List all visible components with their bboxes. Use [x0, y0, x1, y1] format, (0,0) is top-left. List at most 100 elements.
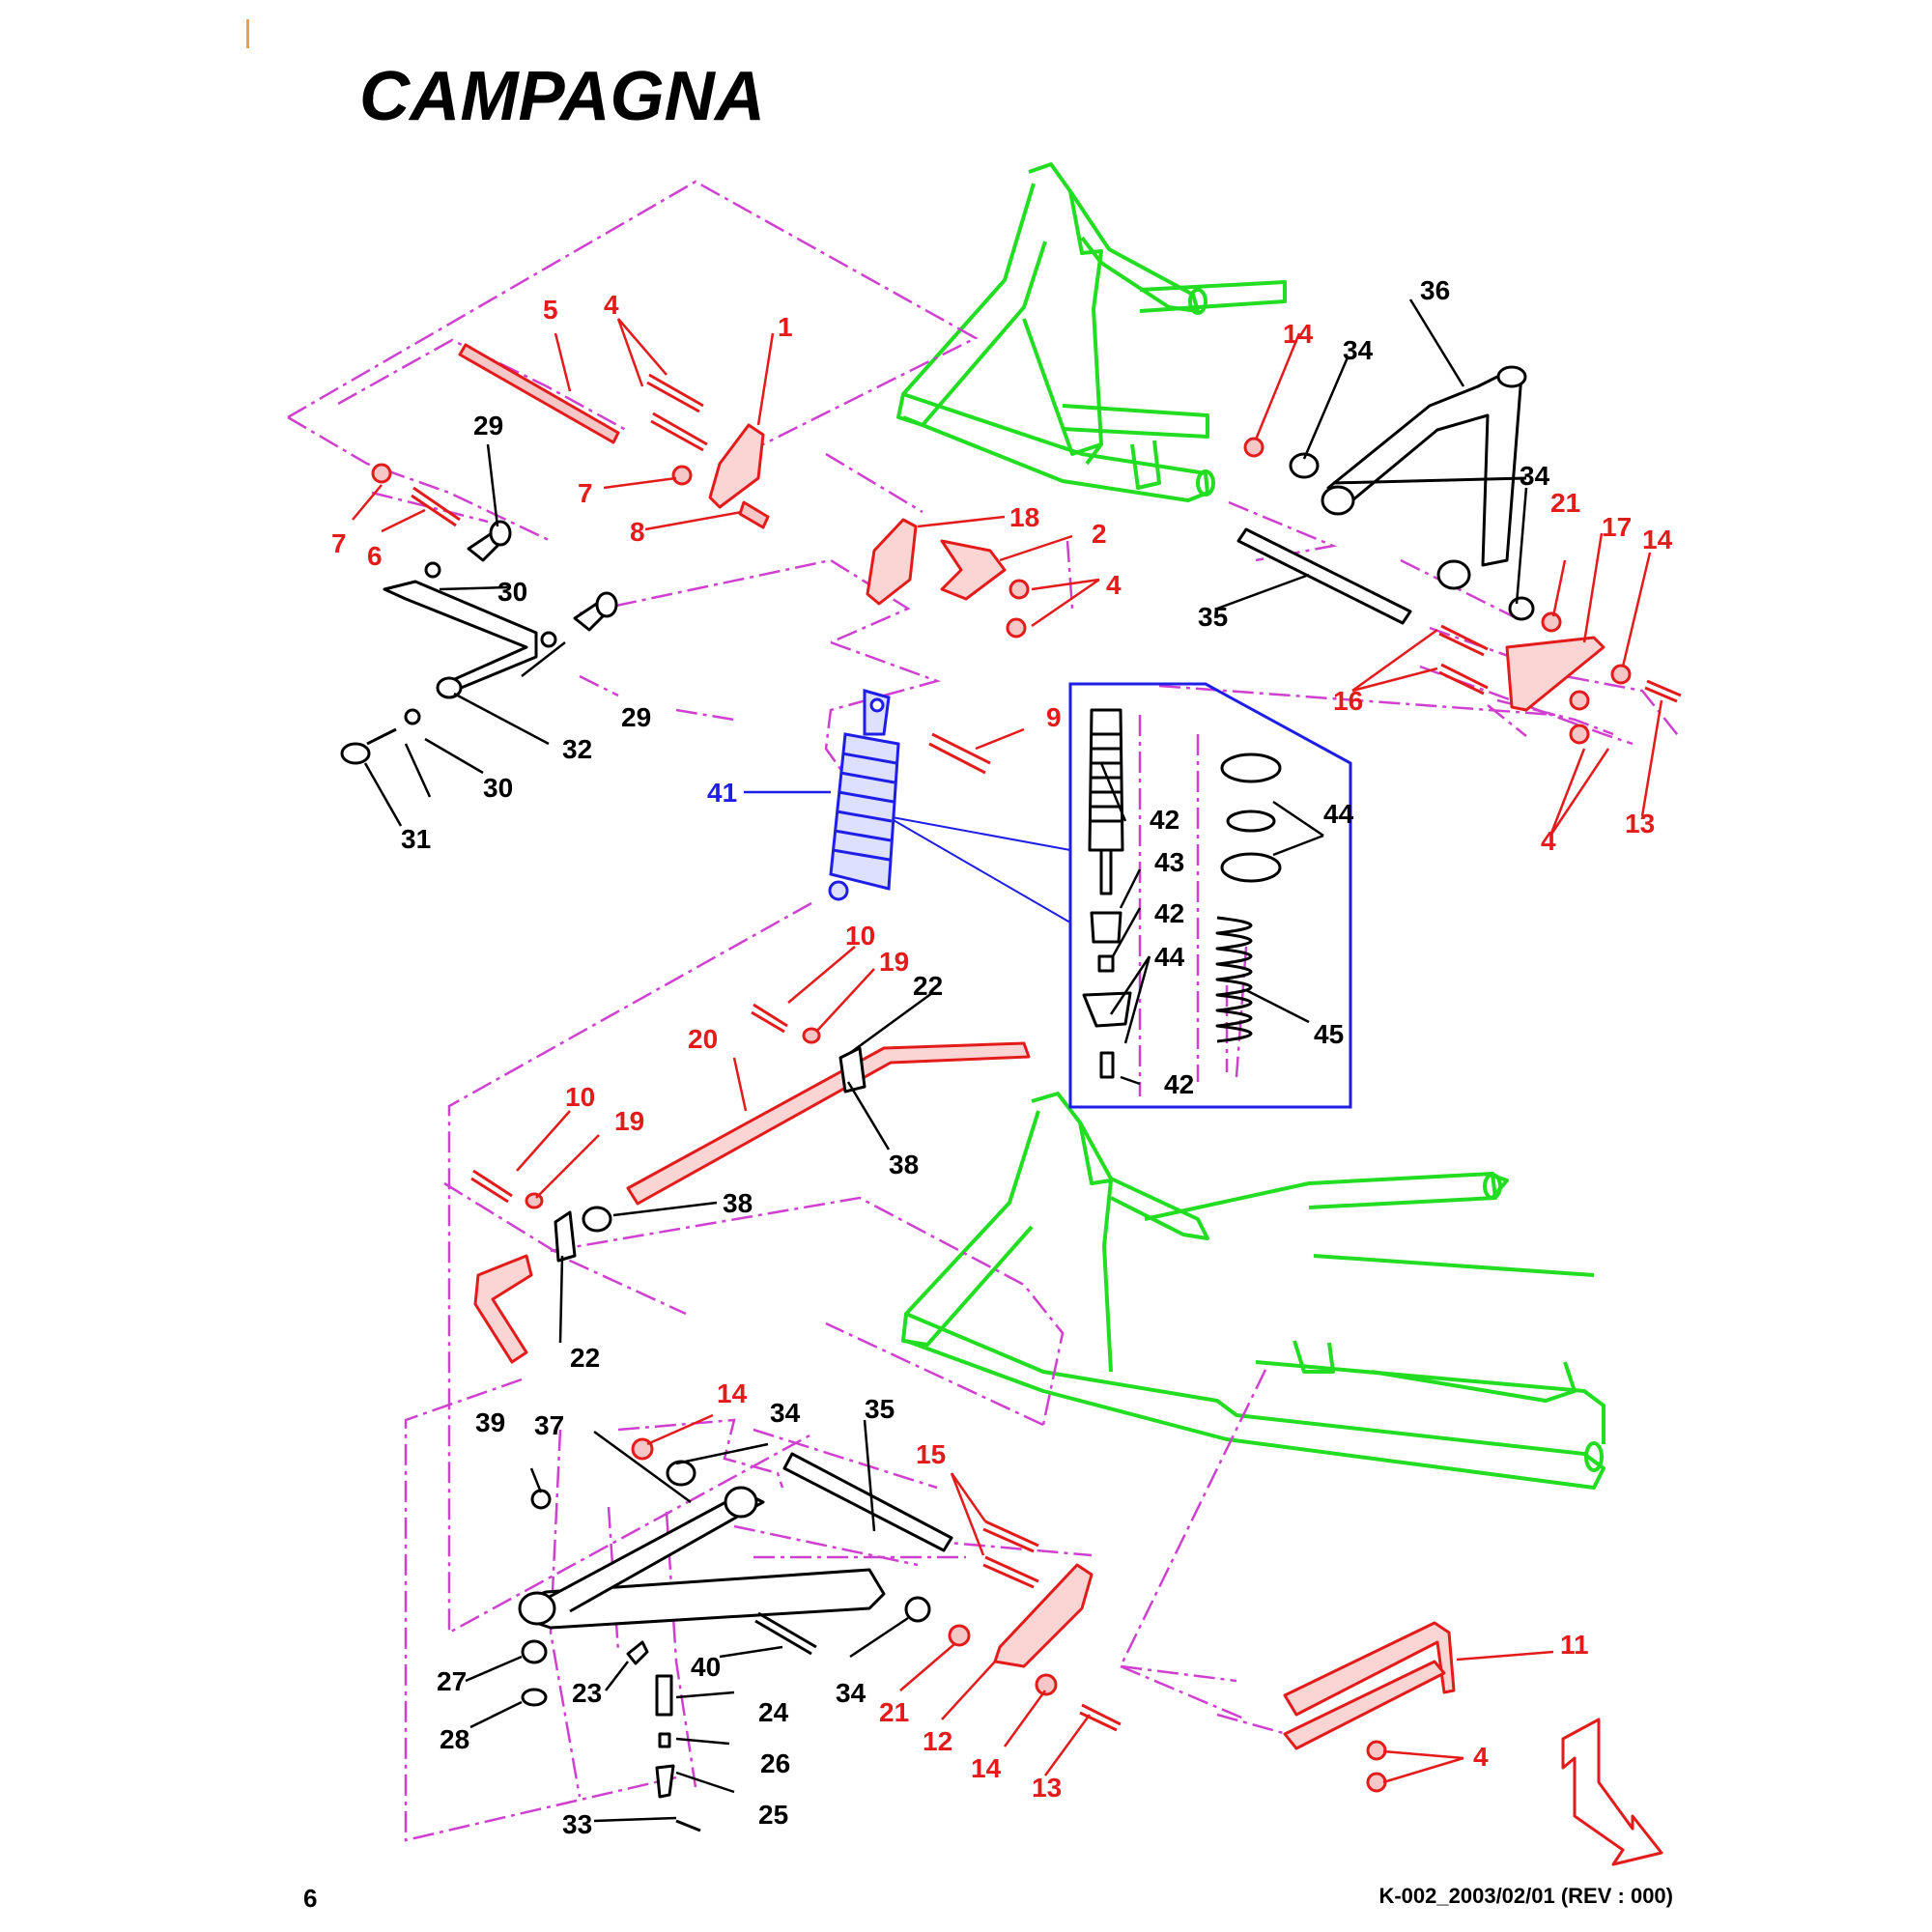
callout-26: 26: [760, 1748, 790, 1778]
bolt: [982, 1555, 1039, 1589]
brand-logo-text: CAMPAGNA: [359, 60, 765, 135]
bolt: [928, 732, 991, 775]
callout-19: 19: [614, 1106, 644, 1136]
callout-30: 30: [497, 577, 527, 607]
washer: [671, 465, 693, 486]
callout-21: 21: [879, 1697, 909, 1727]
callout-7: 7: [331, 528, 347, 558]
inset-pointer: [886, 815, 1071, 923]
callout-4: 4: [1473, 1742, 1489, 1772]
inset-border: [1068, 682, 1352, 1109]
callout-35: 35: [1198, 602, 1228, 632]
callout-10: 10: [565, 1082, 595, 1112]
mount-plate: [1505, 636, 1605, 712]
callout-23: 23: [572, 1678, 602, 1708]
callout-14: 14: [1283, 319, 1314, 349]
bushing: [738, 500, 770, 529]
callout-6: 6: [367, 541, 383, 571]
rear-bumper-loop: [1283, 1621, 1456, 1717]
callout-14: 14: [717, 1378, 748, 1408]
bolt: [1438, 624, 1489, 657]
callout-25: 25: [758, 1800, 788, 1830]
callout-9: 9: [1046, 702, 1062, 732]
callout-31: 31: [401, 824, 431, 854]
corner-mark: [246, 19, 249, 48]
callout-4: 4: [1541, 826, 1556, 856]
callout-13: 13: [1625, 809, 1655, 838]
callout-4: 4: [604, 290, 619, 320]
callout-38: 38: [889, 1150, 919, 1179]
nut: [1006, 617, 1027, 639]
mount-bracket: [940, 539, 1007, 601]
callout-40: 40: [691, 1652, 721, 1682]
callout-24: 24: [758, 1697, 789, 1727]
document-reference: K-002_2003/02/01 (REV : 000): [1378, 1884, 1673, 1908]
callout-34: 34: [836, 1678, 867, 1708]
shock-absorber-assembly: [828, 689, 900, 901]
callout-12: 12: [923, 1726, 952, 1756]
callout-41: 41: [707, 778, 737, 808]
callout-42: 42: [1164, 1069, 1194, 1099]
upper-frame-section: [896, 162, 1287, 502]
callout-42: 42: [1150, 805, 1179, 835]
washer: [802, 1027, 821, 1044]
callout-42: 42: [1154, 898, 1184, 928]
callout-30: 30: [483, 773, 513, 803]
anti-roll-bar: [626, 1041, 1031, 1206]
nut: [1009, 579, 1030, 600]
mount-bracket: [866, 518, 918, 606]
callout-29: 29: [473, 411, 503, 440]
shaft-rod: [458, 343, 620, 444]
washer: [1243, 437, 1264, 458]
callout-19: 19: [879, 947, 909, 977]
callout-34: 34: [770, 1398, 801, 1428]
page-number: 6: [303, 1884, 318, 1913]
bolt: [751, 1003, 788, 1034]
callout-8: 8: [630, 517, 645, 547]
callout-labels: 1 5 4 7 8 7 6 18 2 4 9 14 21 17 14 16 4 …: [331, 275, 1673, 1839]
callout-1: 1: [778, 312, 793, 342]
callout-37: 37: [534, 1410, 564, 1440]
lower-frame-section: [901, 1092, 1605, 1490]
nut: [1366, 1740, 1387, 1761]
callout-33: 33: [562, 1809, 592, 1839]
washer: [371, 463, 392, 484]
callout-18: 18: [1009, 502, 1039, 532]
callout-36: 36: [1420, 275, 1450, 305]
callout-22: 22: [570, 1343, 600, 1373]
callout-39: 39: [475, 1407, 505, 1437]
direction-arrow-icon: [1561, 1718, 1663, 1866]
callout-15: 15: [916, 1439, 946, 1469]
bolt: [1079, 1703, 1122, 1732]
callout-14: 14: [1642, 525, 1673, 554]
callout-11: 11: [1560, 1630, 1589, 1660]
callout-21: 21: [1550, 488, 1580, 518]
red-hardware-parts: [371, 343, 1682, 1866]
callout-16: 16: [1333, 686, 1363, 716]
callout-13: 13: [1032, 1773, 1062, 1803]
callout-4: 4: [1106, 570, 1122, 600]
callout-17: 17: [1602, 512, 1632, 542]
callout-27: 27: [437, 1666, 467, 1696]
washer: [1610, 664, 1632, 685]
anti-roll-bar-end: [473, 1254, 533, 1364]
callout-34: 34: [1520, 461, 1550, 491]
callout-29: 29: [621, 702, 651, 732]
callout-2: 2: [1092, 519, 1107, 549]
bolt: [650, 412, 708, 452]
mount-plate: [708, 423, 765, 509]
callout-44: 44: [1323, 799, 1354, 829]
callout-7: 7: [578, 478, 593, 508]
rear-bumper-loop: [1283, 1660, 1446, 1750]
bolt: [1644, 679, 1682, 703]
callout-5: 5: [543, 295, 558, 325]
bolt: [470, 1169, 513, 1204]
callout-10: 10: [845, 921, 875, 951]
bolt: [1438, 663, 1489, 696]
mount-plate: [993, 1563, 1094, 1668]
callout-43: 43: [1154, 847, 1184, 877]
washer: [1035, 1673, 1058, 1696]
bolt: [982, 1520, 1039, 1553]
callout-44: 44: [1154, 942, 1185, 972]
